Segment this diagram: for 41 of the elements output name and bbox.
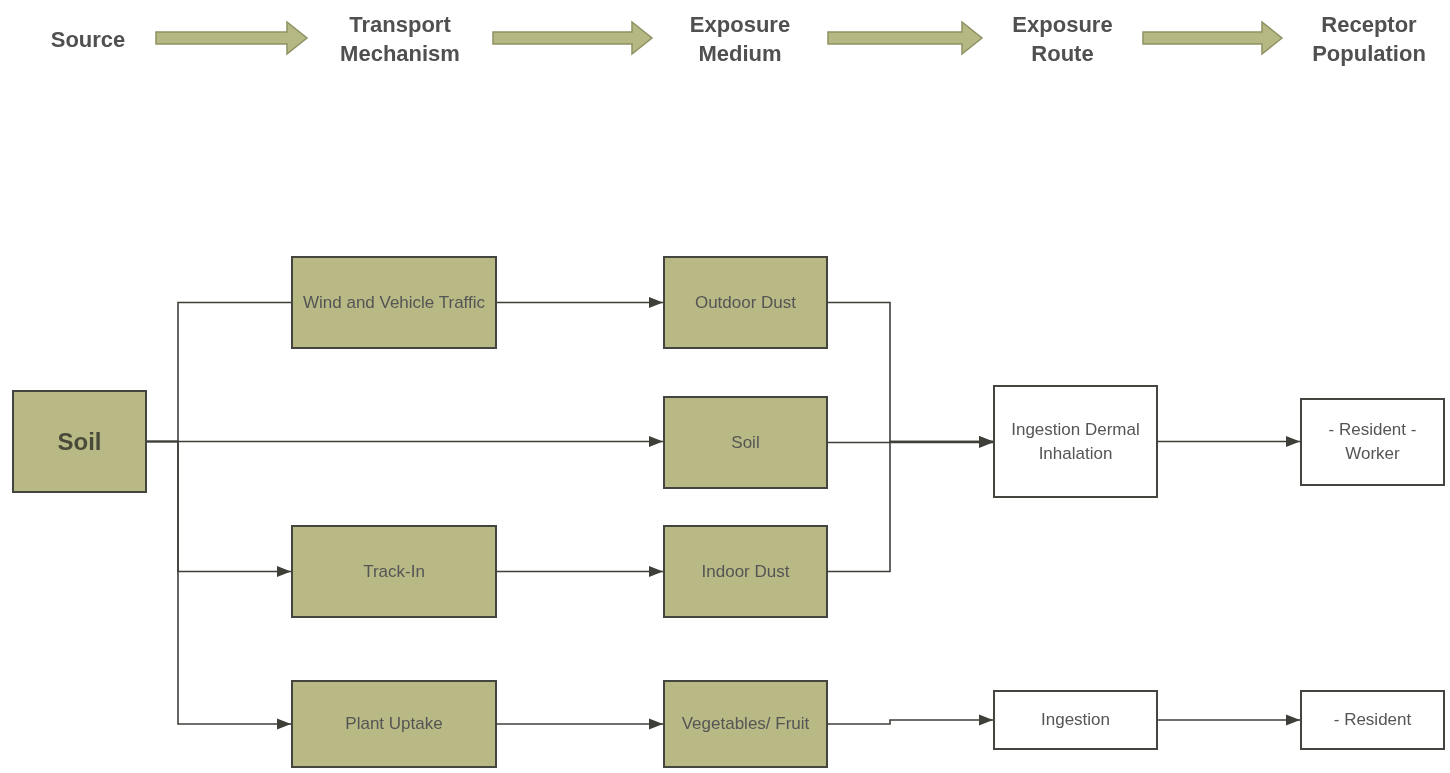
process-box: [291, 525, 497, 618]
outcome-box: [993, 690, 1158, 750]
box-label: Track-In: [363, 560, 425, 583]
process-box: [12, 390, 147, 493]
column-heading: Exposure Route: [1011, 11, 1114, 68]
outcome-box: [1300, 690, 1445, 750]
process-box: [291, 680, 497, 768]
box-label: Indoor Dust: [701, 560, 790, 583]
outcome-box: [993, 385, 1158, 498]
column-heading: Transport Mechanism: [339, 11, 461, 68]
block-arrow: [1142, 20, 1284, 56]
arrow: [496, 565, 664, 578]
box-label: Soil: [57, 426, 102, 457]
box-label: Plant Uptake: [345, 713, 443, 736]
column-heading: Source: [50, 25, 126, 54]
box-label: Ingestion Dermal Inhalation: [1010, 418, 1141, 465]
box-label: Soil: [731, 431, 760, 454]
column-heading: Receptor Population: [1311, 11, 1427, 68]
arrow: [496, 296, 664, 309]
box-label: Ingestion: [1041, 709, 1110, 732]
block-arrow: [827, 20, 984, 56]
process-box: [663, 680, 828, 768]
box-label: Outdoor Dust: [694, 291, 797, 314]
box-label: Vegetables/ Fruit: [681, 713, 810, 736]
arrow: [496, 718, 664, 730]
process-box: [291, 256, 497, 349]
block-arrow: [155, 20, 309, 56]
column-heading: Exposure Medium: [688, 11, 792, 68]
process-box: [663, 525, 828, 618]
process-box: [663, 256, 828, 349]
arrow: [146, 440, 292, 730]
process-box: [663, 396, 828, 489]
arrow: [827, 435, 994, 573]
outcome-box: [1300, 398, 1445, 486]
box-label: Wind and Vehicle Traffic: [302, 291, 486, 314]
box-label: - Resident: [1333, 709, 1412, 732]
arrow: [1157, 714, 1301, 726]
arrow: [827, 714, 994, 726]
box-label: - Resident - Worker: [1327, 419, 1418, 465]
arrow: [1157, 435, 1301, 448]
block-arrow: [492, 20, 654, 56]
